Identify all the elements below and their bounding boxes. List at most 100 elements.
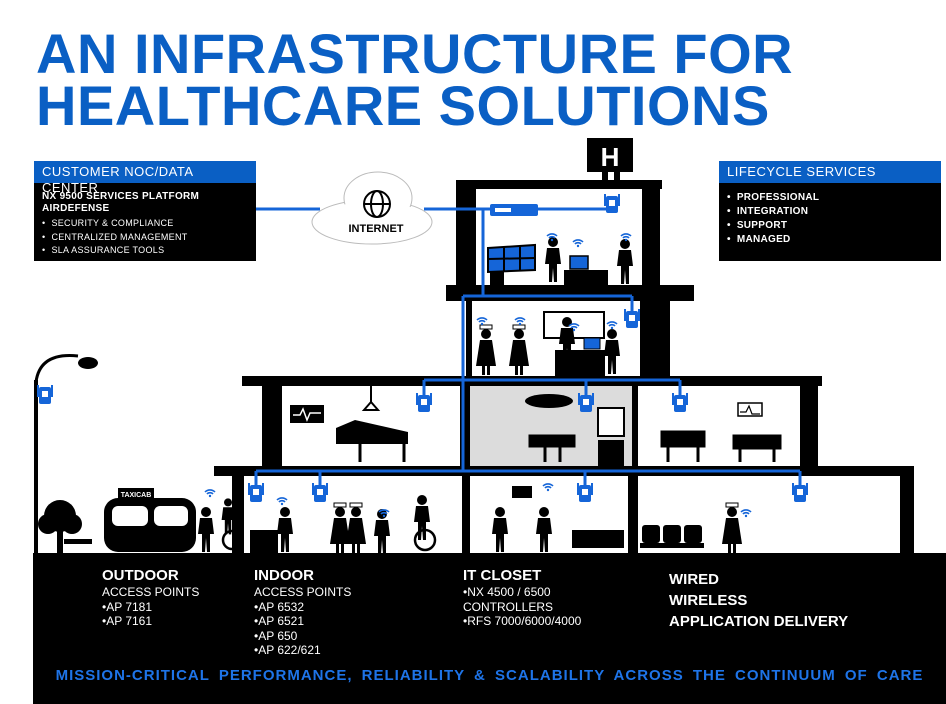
- network-cabling: [254, 207, 802, 488]
- access-point-icon: [624, 309, 640, 328]
- service-wired: WIRED: [669, 571, 719, 588]
- noc-heading: CUSTOMER NOC/DATA CENTER: [34, 161, 256, 195]
- title-line-2: HEALTHCARE SOLUTIONS: [36, 74, 770, 137]
- lifecycle-heading: LIFECYCLE SERVICES: [719, 161, 941, 183]
- outdoor-item: AP 7161: [102, 614, 199, 629]
- wifi-icon: [476, 317, 488, 327]
- closet-title: IT CLOSET: [463, 567, 542, 584]
- outdoor-subtitle: ACCESS POINTS: [102, 585, 200, 599]
- access-point-icon: [37, 385, 53, 404]
- seated-operator: [617, 239, 633, 284]
- bed-icon: [336, 420, 408, 444]
- wlan-controller-icon: [490, 204, 538, 216]
- wheelchair-icon: [413, 495, 437, 552]
- service-wireless: WIRELESS: [669, 592, 748, 609]
- video-wall: [487, 243, 536, 274]
- closet-item: NX 4500 / 6500: [463, 585, 581, 600]
- title-line-1: AN INFRASTRUCTURE FOR: [36, 22, 794, 85]
- operator-person: [545, 237, 561, 282]
- indoor-subtitle: ACCESS POINTS: [254, 585, 352, 599]
- nurse-icon: [475, 324, 497, 376]
- wheelchair-icon: [221, 498, 243, 551]
- access-point-icon: [248, 483, 264, 502]
- person-icon: [492, 507, 508, 552]
- waiting-chairs: [640, 525, 704, 548]
- closet-item: CONTROLLERS: [463, 599, 554, 614]
- wifi-icon: [542, 483, 554, 493]
- noc-panel: CUSTOMER NOC/DATA CENTER NX 9500 SERVICE…: [34, 161, 256, 261]
- footer-panel: OUTDOOR ACCESS POINTS AP 7181 AP 7161 IN…: [33, 553, 946, 704]
- service-app-delivery: APPLICATION DELIVERY: [669, 613, 849, 630]
- indoor-item: AP 6532: [254, 600, 351, 615]
- wifi-icon: [606, 321, 618, 331]
- noc-item: SECURITY & COMPLIANCE: [42, 217, 256, 231]
- bench-icon: [64, 539, 92, 544]
- indoor-item: AP 6521: [254, 614, 351, 629]
- bed-icon: [572, 530, 624, 548]
- person-icon: [374, 509, 390, 554]
- bed-icon: [660, 430, 706, 462]
- operating-table: [528, 434, 576, 462]
- closet-item: RFS 7000/6000/4000: [463, 614, 581, 629]
- indoor-item: AP 622/621: [254, 643, 351, 658]
- lifecycle-item: MANAGED: [727, 233, 941, 247]
- access-point-icon: [416, 393, 432, 412]
- noc-platform: NX 9500 SERVICES PLATFORM AIRDEFENSE: [42, 191, 200, 214]
- outdoor-column: OUTDOOR ACCESS POINTS AP 7181 AP 7161: [102, 567, 199, 629]
- mission-statement: MISSION-CRITICAL PERFORMANCE, RELIABILIT…: [55, 667, 924, 684]
- lifecycle-panel: LIFECYCLE SERVICES PROFESSIONAL INTEGRAT…: [719, 161, 941, 261]
- svg-text:H: H: [601, 142, 620, 172]
- monitor-icon: [569, 255, 589, 270]
- access-point-icon: [577, 483, 593, 502]
- cloud-icon: [311, 171, 433, 245]
- page-title: AN INFRASTRUCTURE FOR HEALTHCARE SOLUTIO…: [36, 22, 794, 137]
- lifecycle-item: PROFESSIONAL: [727, 191, 941, 205]
- nurse-icon: [329, 502, 351, 554]
- closet-column: IT CLOSET NX 4500 / 6500 CONTROLLERS RFS…: [463, 567, 581, 629]
- wifi-icon: [572, 239, 584, 248]
- indoor-column: INDOOR ACCESS POINTS AP 6532 AP 6521 AP …: [254, 567, 351, 658]
- svg-text:TAXICAB: TAXICAB: [121, 492, 152, 499]
- internet-label: INTERNET: [349, 223, 404, 235]
- nurse-station-monitor: [543, 311, 605, 339]
- access-point-icon: [604, 194, 620, 213]
- street-lamp-icon: [34, 354, 98, 553]
- person-icon: [198, 507, 214, 552]
- tree-icon: [38, 500, 82, 553]
- surgical-lamp: [525, 394, 573, 408]
- access-point-icon: [792, 483, 808, 502]
- services-column: WIRED WIRELESS APPLICATION DELIVERY: [669, 569, 848, 632]
- outdoor-item: AP 7181: [102, 600, 199, 615]
- doctor-icon: [536, 507, 552, 552]
- nurse-icon: [721, 502, 743, 554]
- ekg-monitor: [290, 405, 324, 423]
- monitor-icon: [597, 407, 625, 437]
- roof-slab: [456, 180, 662, 189]
- access-point-icon: [672, 393, 688, 412]
- access-point-icon: [578, 393, 594, 412]
- outdoor-title: OUTDOOR: [102, 567, 179, 584]
- indoor-item: AP 650: [254, 629, 351, 644]
- lifecycle-list: PROFESSIONAL INTEGRATION SUPPORT MANAGED: [719, 191, 941, 247]
- noc-item: CENTRALIZED MANAGEMENT: [42, 231, 256, 245]
- doctor-icon: [277, 507, 293, 552]
- lifecycle-item: SUPPORT: [727, 219, 941, 233]
- lifecycle-item: INTEGRATION: [727, 205, 941, 219]
- wifi-icon: [276, 497, 288, 507]
- monitor-icon: [583, 337, 601, 350]
- hospital-sign-icon: H: [587, 138, 633, 180]
- wifi-icon: [204, 489, 216, 499]
- noc-list: SECURITY & COMPLIANCE CENTRALIZED MANAGE…: [34, 217, 256, 258]
- noc-item: SLA ASSURANCE TOOLS: [42, 244, 256, 258]
- bed-icon: [732, 434, 782, 462]
- globe-icon: [363, 190, 391, 218]
- indoor-title: INDOOR: [254, 567, 314, 584]
- person-icon: [604, 329, 620, 374]
- nurse-icon: [345, 502, 367, 554]
- wifi-icon: [514, 317, 526, 327]
- wifi-icon: [740, 509, 752, 519]
- taxi-icon: TAXICAB: [104, 488, 196, 552]
- nurse-icon: [508, 324, 530, 376]
- access-point-icon: [312, 483, 328, 502]
